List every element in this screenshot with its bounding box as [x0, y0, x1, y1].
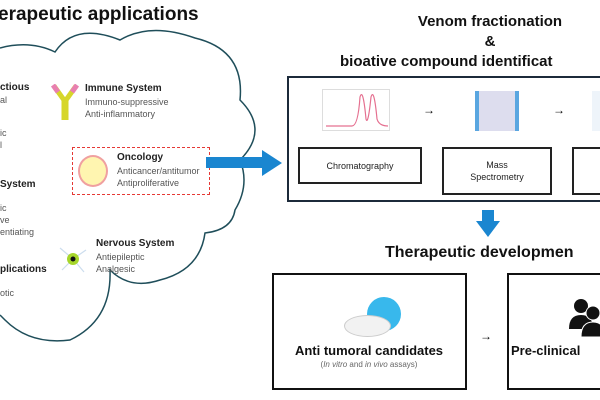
in-vitro: In vitro [323, 360, 348, 369]
venom-ampersand: & [484, 33, 496, 50]
oncology-line: Antiproliferative [117, 178, 180, 188]
down-arrow [476, 210, 500, 237]
mass-spectrometry-box: Mass Spectrometry [442, 147, 552, 195]
preclinical-box: Pre-clinical [507, 273, 600, 390]
venom-title: Venom fractionation [417, 13, 563, 30]
applications-title: plications [0, 264, 47, 275]
chromatogram-icon [322, 89, 390, 131]
system-title: System [0, 179, 36, 190]
nervous-line: Analgesic [96, 264, 136, 274]
third-step-box [572, 147, 600, 195]
infectious-line: ic [0, 128, 7, 138]
infectious-title: ctious [0, 82, 30, 93]
oncology-title: Oncology [117, 152, 164, 163]
mass-spectrometer-icon [475, 91, 519, 131]
preclinical-title: Pre-clinical [511, 343, 581, 358]
cloud-shape [0, 29, 256, 342]
venom-panel [287, 76, 600, 202]
chromatography-box: Chromatography [298, 147, 422, 184]
applications-line: otic [0, 288, 15, 298]
infectious-line: al [0, 95, 8, 105]
antibody-icon [50, 84, 80, 120]
nervous-line: Antiepileptic [96, 252, 145, 262]
and: and [347, 360, 365, 369]
immune-line: Immuno-suppressive [85, 97, 169, 107]
development-title: Therapeutic developmen [385, 244, 574, 261]
oncology-highlight [72, 147, 210, 195]
left-title: erapeutic applications [0, 4, 199, 25]
mouse-icon [344, 315, 391, 337]
immune-line: Anti-inflammatory [85, 109, 156, 119]
right-arrow [206, 150, 282, 176]
neuron-icon [59, 247, 87, 273]
nervous-title: Nervous System [96, 238, 175, 249]
system-line: ve [0, 215, 10, 225]
candidates-box: Anti tumoral candidates (In vitro and in… [272, 273, 467, 390]
venom-subtitle: bioative compound identificat [340, 53, 553, 70]
assays: assays) [387, 360, 418, 369]
arrow-icon: → [553, 103, 565, 117]
arrow-icon: → [423, 103, 435, 117]
system-line: ic [0, 203, 7, 213]
arrow-icon: → [480, 329, 492, 343]
candidates-title: Anti tumoral candidates [294, 343, 444, 358]
system-line: entiating [0, 227, 35, 237]
cancer-cell-icon [78, 155, 108, 187]
oncology-line: Anticancer/antitumor [117, 166, 200, 176]
in-vivo: in vivo [365, 360, 388, 369]
people-icon [569, 299, 600, 337]
infectious-line: l [0, 140, 2, 150]
instrument-icon [592, 91, 600, 131]
candidates-subtitle: (In vitro and in vivo assays) [320, 360, 418, 369]
immune-title: Immune System [85, 83, 162, 94]
